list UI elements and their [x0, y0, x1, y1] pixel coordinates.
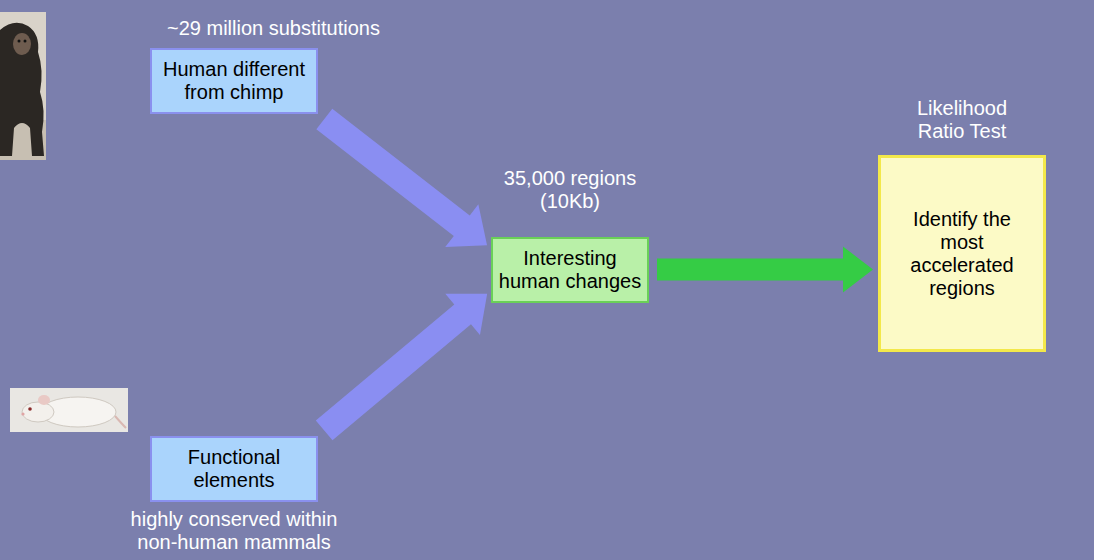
mouse-head: [22, 402, 54, 422]
photo-ground: [0, 12, 46, 160]
chimp-eye: [18, 40, 21, 43]
mouse-nose: [21, 412, 24, 415]
chimp-photo: [0, 12, 46, 160]
box-label: Functional elements: [158, 446, 310, 492]
block-arrow: [316, 109, 487, 247]
mouse-photo: [10, 388, 128, 432]
mouse-tail: [115, 416, 126, 428]
box-heading: ~29 million substitutions: [167, 17, 487, 40]
process-box: Functional elementshighly conserved with…: [150, 436, 318, 502]
mouse-eye: [28, 407, 32, 411]
block-arrow: [316, 294, 487, 441]
chimp-eye: [24, 40, 27, 43]
box-heading: 35,000 regions (10Kb): [490, 167, 650, 213]
chimp-face: [13, 33, 31, 55]
photo-ground: [10, 388, 128, 432]
mouse-ear: [38, 395, 50, 405]
block-arrow: [657, 247, 873, 293]
box-label: Identify the most accelerated regions: [907, 208, 1017, 300]
process-box: Likelihood Ratio TestIdentify the most a…: [878, 155, 1046, 352]
process-box: 35,000 regions (10Kb)Interesting human c…: [491, 237, 649, 303]
process-box: ~29 million substitutionsHuman different…: [150, 48, 318, 114]
box-label: Human different from chimp: [158, 58, 310, 104]
box-label: Interesting human changes: [497, 247, 643, 293]
box-heading: highly conserved within non-human mammal…: [109, 508, 359, 554]
box-heading: Likelihood Ratio Test: [902, 97, 1022, 143]
chimp-body: [0, 23, 44, 156]
